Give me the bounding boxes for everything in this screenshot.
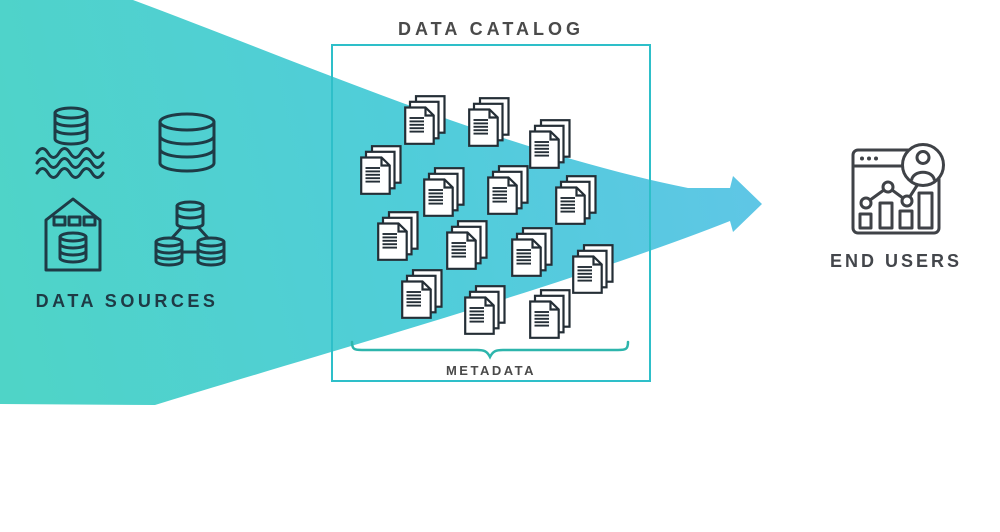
document-stack-icon [573, 245, 612, 293]
catalog-box [331, 44, 651, 382]
browser-dots-icon [860, 156, 878, 161]
document-stack-icon [465, 286, 504, 334]
warehouse-icon [44, 197, 102, 272]
data-lake-icon [35, 106, 105, 179]
document-stack-icon [405, 96, 444, 144]
catalog-title: DATA CATALOG [398, 19, 584, 39]
document-stack-icon [530, 290, 569, 338]
bar-chart-icon [858, 191, 934, 230]
line-chart-icon [859, 180, 920, 210]
cluster-database-icon [154, 200, 226, 267]
document-stack-icon [424, 168, 463, 216]
document-stack-icon [530, 120, 569, 168]
database-icon [158, 112, 216, 173]
metadata-brace [350, 340, 630, 360]
document-stack-icon [488, 166, 527, 214]
document-stack-icon [447, 221, 486, 269]
document-stack-icon [361, 146, 400, 194]
document-stack-icon [378, 212, 417, 260]
document-stack-icon [402, 270, 441, 318]
metadata-label: METADATA [445, 363, 537, 378]
document-stack-icon [556, 176, 595, 224]
analytics-dashboard-user-icon [851, 143, 945, 235]
funnel-arrow [0, 0, 762, 405]
user-badge-icon [901, 143, 945, 187]
sources-label: DATA SOURCES [35, 291, 219, 311]
end-users-label: END USERS [829, 251, 963, 271]
document-stack-icon [512, 228, 551, 276]
document-stack-icon [469, 98, 508, 146]
